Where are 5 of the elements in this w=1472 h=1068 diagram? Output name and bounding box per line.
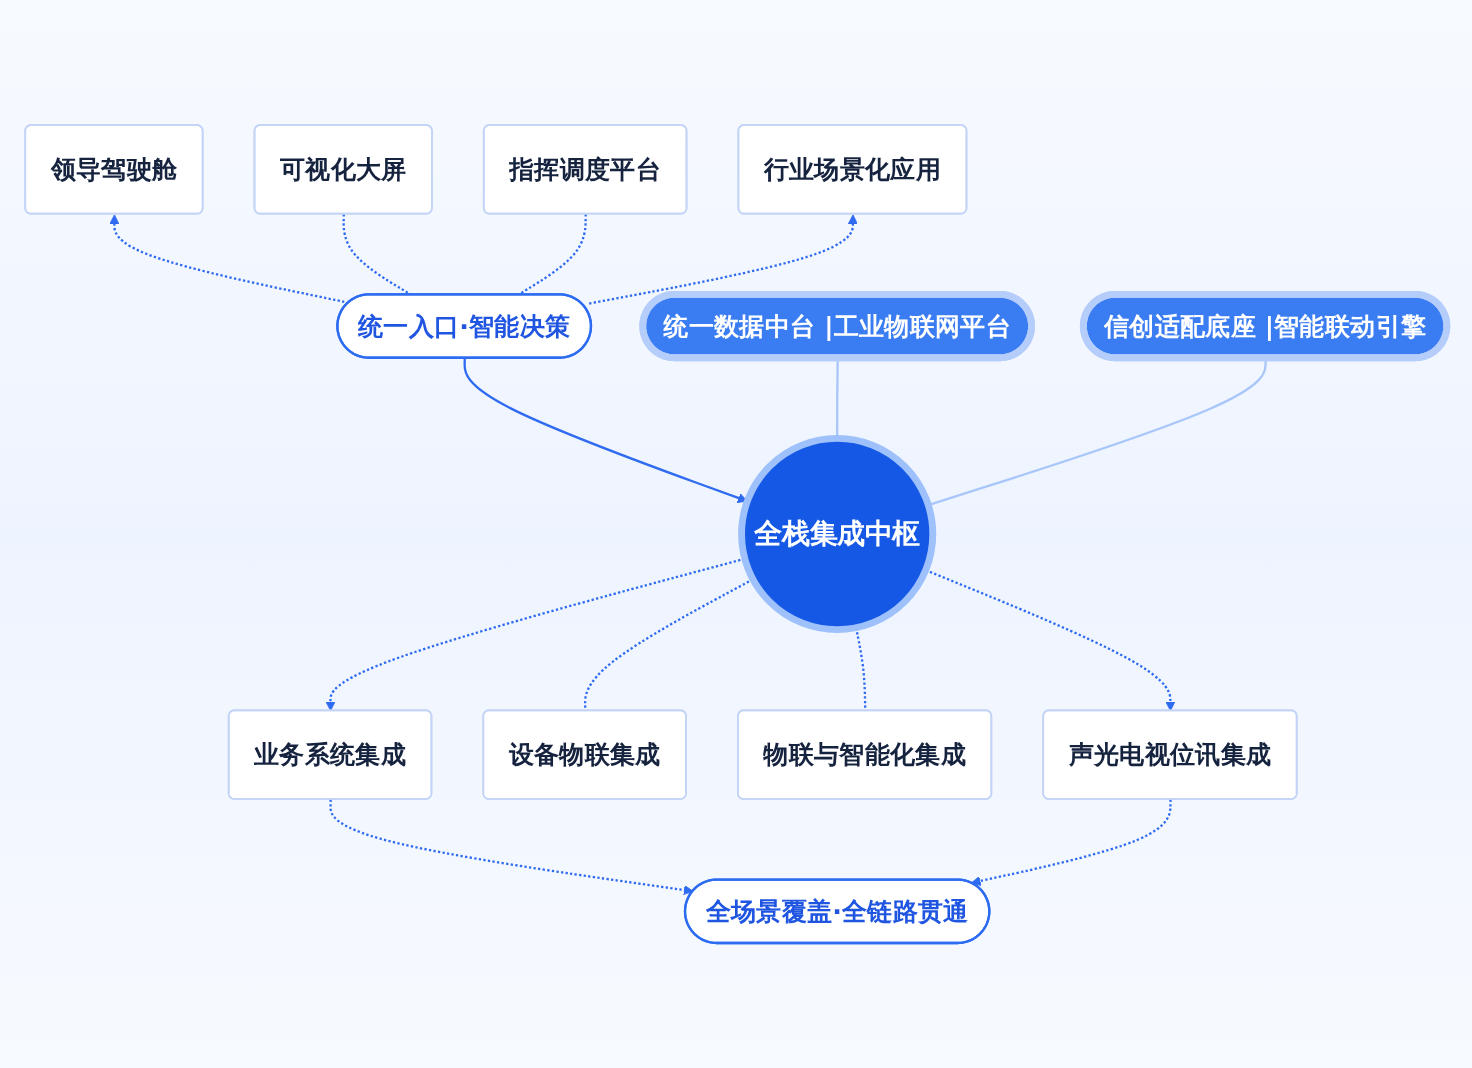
node-circle: 全栈集成中枢 [738,434,937,634]
arrow [329,799,694,896]
arrow [109,214,345,303]
arrow [970,799,1172,886]
arrow [587,214,858,305]
